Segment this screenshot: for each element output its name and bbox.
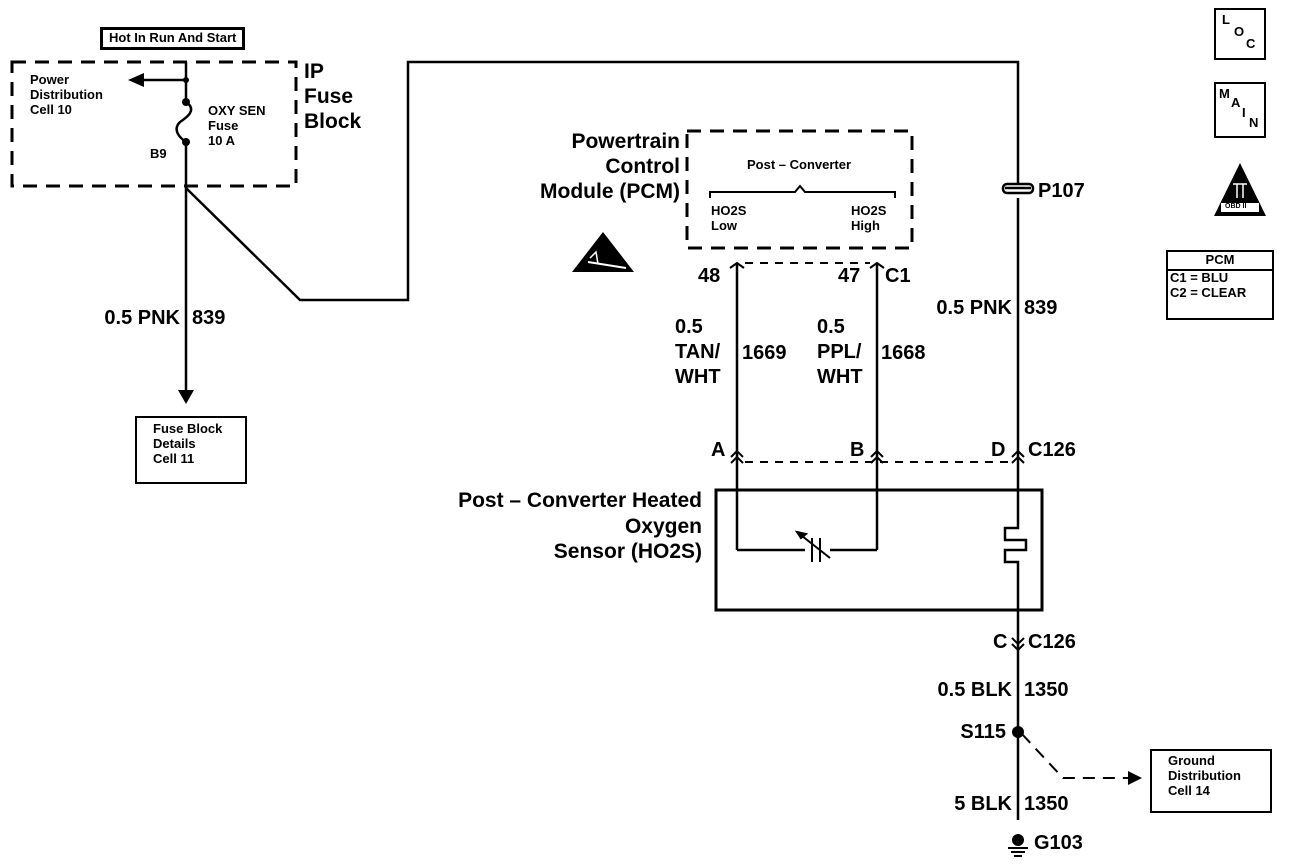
fuse-symbol [175, 100, 193, 144]
c126-pin-d: D [991, 439, 1006, 461]
ip-fuse-block-label: IP Fuse Block [304, 60, 362, 133]
c126-pin-b: B [850, 439, 865, 461]
power-distribution-ref[interactable]: Power Distribution Cell 10 [30, 72, 103, 117]
ground-upper-wire-gauge-color: 0.5 BLK [937, 679, 1012, 701]
ground-lower-wire-gauge-color: 5 BLK [954, 793, 1012, 815]
c126-lower-connector-label: C126 [1028, 631, 1076, 653]
hot-in-run-and-start-label: Hot In Run And Start [100, 27, 246, 50]
pcm-outline [685, 129, 914, 250]
pnk-839-crossover-wire [185, 60, 1020, 302]
pcm-connector-c1: C1 [885, 265, 911, 287]
pcm-legend-row-c1: C1 = BLU [1170, 269, 1229, 285]
ground-g103-label: G103 [1034, 832, 1083, 854]
sensor-name: Post – Converter Heated Oxygen Sensor (H… [458, 489, 702, 564]
obd-ii-label: OBD II [1225, 203, 1247, 210]
wire-839-gauge-color: 0.5 PNK [936, 297, 1012, 319]
c126-pin-c: C [993, 631, 1008, 653]
c126-connector-label: C126 [1028, 439, 1076, 461]
pcm-connector-legend: PCM C1 = BLU C2 = CLEAR [1166, 250, 1274, 320]
splice-s115-label: S115 [960, 721, 1006, 743]
ground-g103-symbol [1008, 834, 1028, 857]
pcm-pin-47: 47 [838, 265, 861, 287]
fuse-block-details-ref[interactable]: Fuse Block Details Cell 11 [135, 416, 247, 484]
pcm-brace [709, 184, 896, 198]
splice-pack-p107-label: P107 [1038, 180, 1085, 202]
main-icon[interactable]: M A I N [1214, 82, 1266, 138]
oxy-sen-fuse-label: OXY SEN Fuse 10 A [208, 103, 266, 148]
ground-distribution-arrow [1128, 771, 1142, 785]
ground-lower-wire-circuit: 1350 [1024, 793, 1069, 815]
fuse-terminal-b9: B9 [150, 146, 167, 161]
c126-pin-a: A [711, 439, 726, 461]
splice-pack-p107-symbol [1001, 182, 1035, 195]
pcm-legend-title: PCM [1168, 252, 1272, 271]
loc-icon[interactable]: L O C [1214, 8, 1266, 60]
power-distribution-arrow [128, 73, 144, 87]
heater-element-symbol [1003, 520, 1028, 570]
obd-ii-icon [1214, 163, 1266, 216]
ip-fuse-block-outline [10, 60, 298, 188]
ground-distribution-ref[interactable]: Ground Distribution Cell 14 [1150, 749, 1272, 813]
wire-839-circuit: 839 [1024, 297, 1058, 319]
wire-1669-circuit: 1669 [742, 342, 787, 364]
pcm-input-ho2s-low: HO2S Low [711, 203, 747, 233]
fuse-block-details-arrow [178, 390, 194, 404]
pcm-name: Powertrain Control Module (PCM) [540, 130, 680, 204]
wire-1668-color: 0.5 PPL/ WHT [817, 316, 863, 388]
ground-distribution-link [1021, 733, 1130, 779]
left-wire-gauge-color: 0.5 PNK [104, 307, 180, 329]
pcm-pin-48: 48 [698, 265, 721, 287]
pcm-inner-title: Post – Converter [747, 157, 852, 172]
splice-s115-dot [1012, 726, 1024, 738]
sensor-outline [714, 488, 1044, 612]
oxygen-sensing-element-symbol [794, 530, 831, 562]
wire-1668-circuit: 1668 [881, 342, 926, 364]
left-wire-circuit: 839 [192, 307, 226, 329]
connector-c126-pin-c [1011, 637, 1025, 652]
ground-upper-wire-circuit: 1350 [1024, 679, 1069, 701]
esd-sensitive-icon [572, 232, 634, 272]
pcm-legend-row-c2: C2 = CLEAR [1170, 284, 1247, 300]
wire-1669-color: 0.5 TAN/ WHT [675, 316, 721, 388]
pcm-input-ho2s-high: HO2S High [851, 203, 887, 233]
